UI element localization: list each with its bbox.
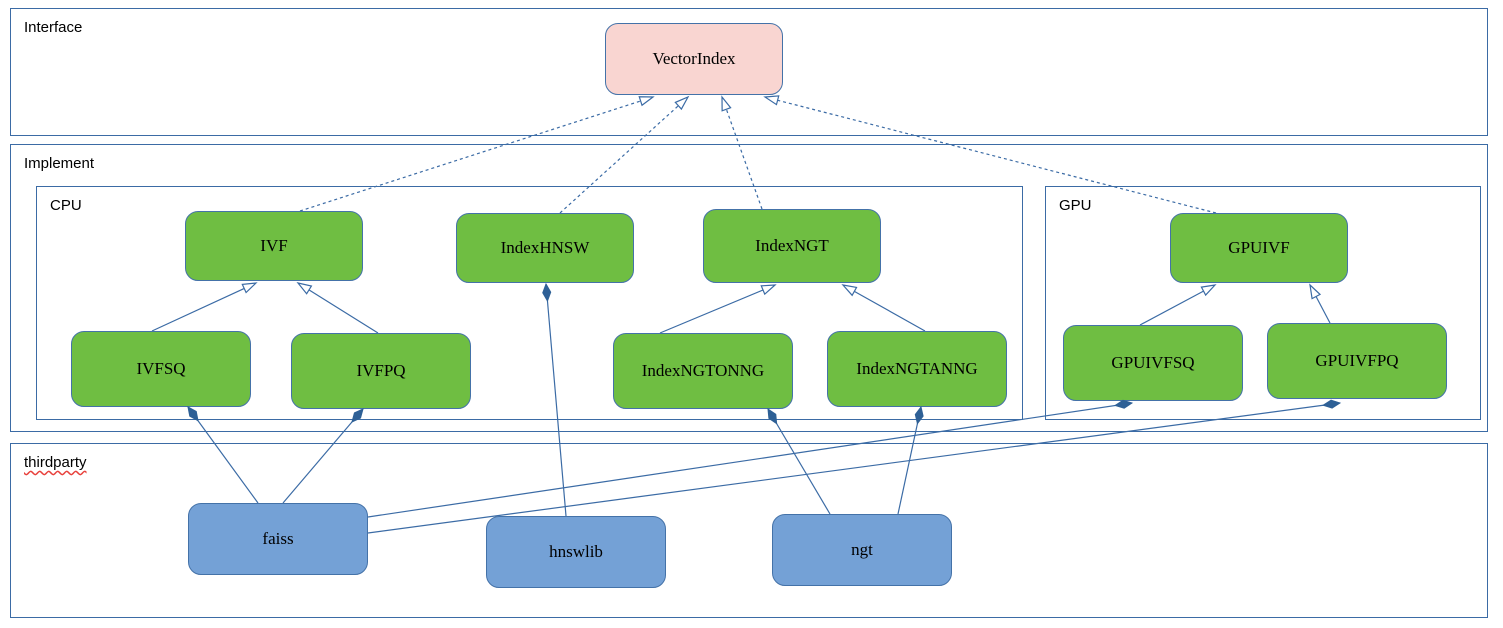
node-label: VectorIndex (652, 49, 736, 68)
node-label: IndexNGTONNG (641, 361, 765, 380)
node-label: GPUIVF (1228, 238, 1290, 257)
node-label: IVFPQ (356, 361, 406, 380)
group-label-implement: Implement (24, 155, 95, 172)
node-ivfpq[interactable]: IVFPQ (291, 333, 471, 409)
node-gpuivf[interactable]: GPUIVF (1170, 213, 1348, 283)
node-vectorindex[interactable]: VectorIndex (605, 23, 783, 95)
node-indexngt[interactable]: IndexNGT (703, 209, 881, 283)
node-hnswlib[interactable]: hnswlib (486, 516, 666, 588)
node-faiss[interactable]: faiss (188, 503, 368, 575)
node-label: faiss (262, 529, 294, 548)
group-label-cpu: CPU (50, 197, 82, 214)
group-label-interface: Interface (24, 19, 83, 36)
node-label: IVF (260, 236, 288, 255)
node-label: GPUIVFSQ (1111, 353, 1195, 372)
node-label: ngt (851, 540, 873, 559)
node-ivfsq[interactable]: IVFSQ (71, 331, 251, 407)
node-indexngtanng[interactable]: IndexNGTANNG (827, 331, 1007, 407)
node-ivf[interactable]: IVF (185, 211, 363, 281)
group-label-gpu: GPU (1059, 197, 1092, 214)
node-label: IndexNGT (755, 236, 829, 255)
group-label-thirdparty: thirdparty (24, 454, 87, 471)
node-indexngtonng[interactable]: IndexNGTONNG (613, 333, 793, 409)
node-label: GPUIVFPQ (1315, 351, 1399, 370)
node-ngt[interactable]: ngt (772, 514, 952, 586)
node-gpuivfpq[interactable]: GPUIVFPQ (1267, 323, 1447, 399)
node-label: IndexNGTANNG (856, 359, 978, 378)
node-indexhnsw[interactable]: IndexHNSW (456, 213, 634, 283)
node-label: hnswlib (549, 542, 603, 561)
node-label: IVFSQ (136, 359, 186, 378)
node-gpuivfsq[interactable]: GPUIVFSQ (1063, 325, 1243, 401)
node-label: IndexHNSW (500, 238, 590, 257)
